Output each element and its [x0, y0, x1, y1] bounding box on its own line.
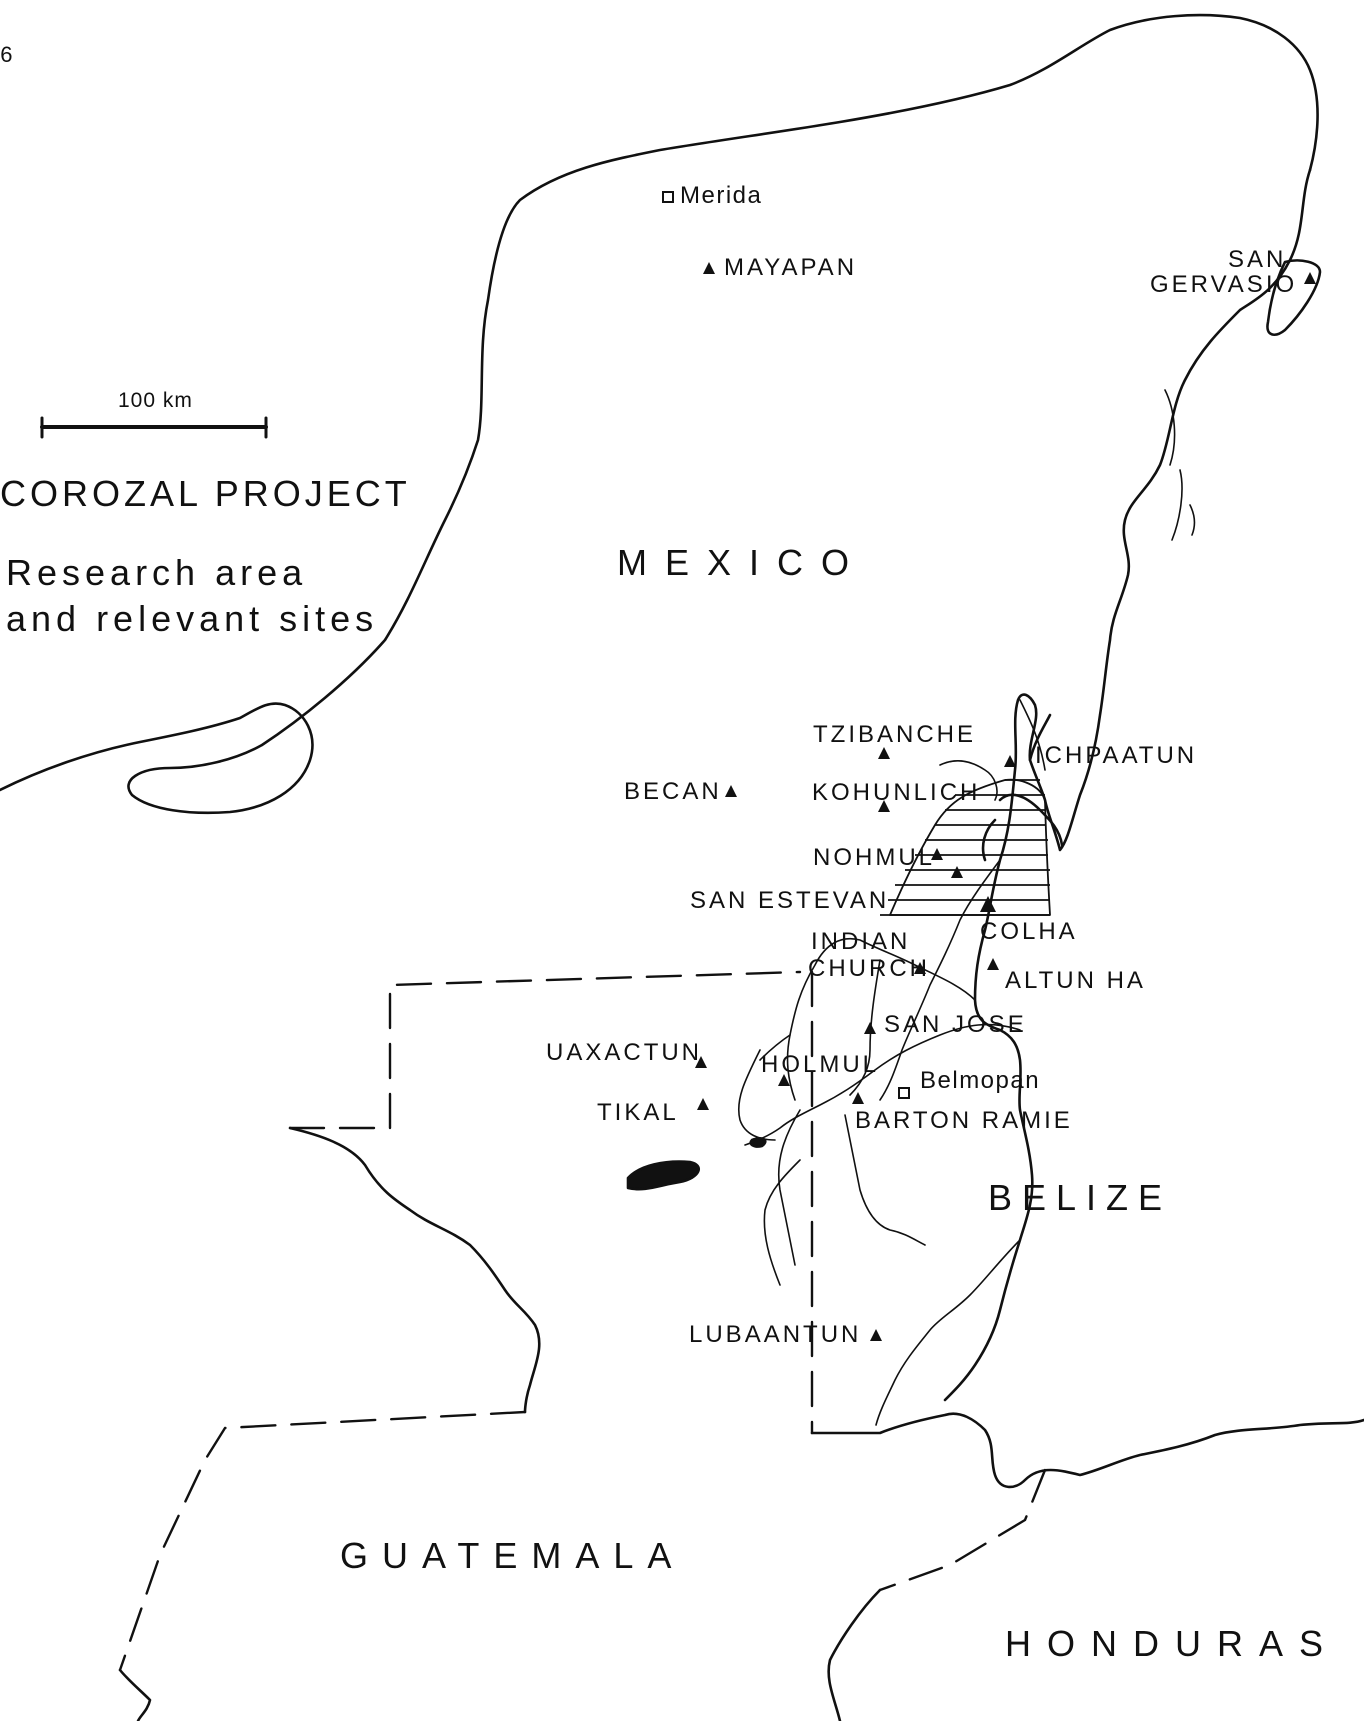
new-river — [879, 859, 1001, 1101]
caribbean-coastline — [943, 168, 1312, 1402]
triangle-icon — [878, 800, 890, 812]
triangle-icon — [852, 1092, 864, 1104]
triangle-icon — [1004, 755, 1016, 767]
belize-guatemala-southern-border — [810, 1412, 1364, 1489]
site-label-tikal: TIKAL — [597, 1099, 679, 1126]
triangle-icon — [703, 262, 715, 274]
research-area-boundary — [889, 778, 1051, 916]
triangle-icon — [697, 1098, 709, 1110]
site-label-colha: COLHA — [980, 918, 1078, 945]
triangle-icon — [987, 958, 999, 970]
site-label-indian: INDIAN — [811, 928, 911, 955]
triangle-icon — [695, 1056, 707, 1068]
scale-bar-label: 100 km — [118, 389, 193, 412]
southern-river — [875, 1239, 1021, 1426]
country-label-belize: BELIZE — [988, 1177, 1173, 1218]
chetumal-bay-coast — [981, 713, 1064, 862]
site-label-kohunlich: KOHUNLICH — [812, 779, 981, 806]
honduras-border — [827, 1588, 882, 1721]
site-label-barton-ramie: BARTON RAMIE — [855, 1107, 1073, 1134]
site-label-nohmul: NOHMUL — [813, 844, 936, 871]
hondo-tributary — [849, 959, 881, 1096]
site-label-san-jose: SAN JOSE — [884, 1011, 1027, 1038]
south-border-wiggle — [118, 1668, 152, 1721]
research-area-hatching — [880, 779, 1050, 916]
map-subtitle-line-2: and relevant sites — [6, 598, 379, 639]
country-label-guatemala: GUATEMALA — [340, 1535, 686, 1576]
site-label-san: SAN — [1228, 246, 1287, 273]
triangle-icon — [951, 866, 963, 878]
triangle-icon — [778, 1074, 790, 1086]
site-label-mayapan: MAYAPAN — [724, 254, 858, 281]
page-number: 66 — [0, 42, 13, 67]
triangle-icon — [980, 896, 996, 912]
offshore-cays — [1019, 389, 1196, 771]
scale-bar-ticks — [40, 416, 268, 439]
site-label-ichpaatun: ICHPAATUN — [1035, 742, 1198, 769]
belize-river — [744, 1023, 1021, 1146]
site-label-tzibanche: TZIBANCHE — [813, 721, 977, 748]
site-label-becan: BECAN — [624, 778, 722, 805]
square-icon — [898, 1087, 910, 1099]
site-label-uaxactun: UAXACTUN — [546, 1039, 703, 1066]
town-label-merida: Merida — [680, 182, 763, 209]
triangle-icon — [864, 1022, 876, 1034]
map-subtitle-line-1: Research area — [6, 552, 308, 593]
map-title: COROZAL PROJECT — [0, 473, 411, 514]
square-icon — [662, 191, 674, 203]
triangle-icon — [931, 848, 943, 860]
guatemala-honduras-border — [118, 1410, 1047, 1672]
triangle-icon — [725, 785, 737, 797]
lake-peten-itza — [626, 1160, 700, 1191]
triangle-icon — [1304, 272, 1316, 284]
cozumel-island — [1266, 259, 1322, 336]
site-label-san-estevan: SAN ESTEVAN — [690, 887, 890, 914]
upper-river — [844, 1114, 926, 1246]
site-label-church: CHURCH — [808, 955, 930, 982]
country-label-honduras: HONDURAS — [1005, 1623, 1340, 1664]
site-label-gervasio: GERVASIO — [1150, 271, 1298, 298]
site-markers — [695, 262, 1316, 1341]
macal-river — [777, 1109, 801, 1266]
site-label-holmul: HOLMUL — [761, 1051, 880, 1078]
triangle-icon — [914, 962, 926, 974]
gulf-coastline — [0, 13, 1319, 815]
lake-shore — [939, 760, 998, 801]
town-markers — [662, 191, 910, 1099]
mexico-guatemala-border — [288, 970, 802, 1130]
triangle-icon — [878, 747, 890, 759]
site-label-lubaantun: LUBAANTUN — [689, 1321, 862, 1348]
site-label-altun-ha: ALTUN HA — [1005, 967, 1146, 994]
western-river — [737, 1034, 801, 1286]
town-label-belmopan: Belmopan — [920, 1067, 1041, 1094]
mexico-guatemala-western-border — [288, 1126, 541, 1414]
triangle-icon — [870, 1329, 882, 1341]
country-label-mexico: MEXICO — [617, 542, 868, 583]
